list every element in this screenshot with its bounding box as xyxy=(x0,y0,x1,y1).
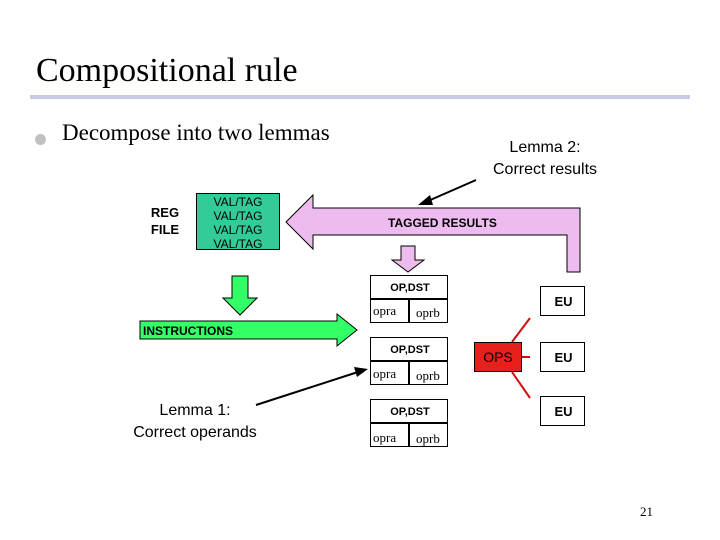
lemma2-pointer-head xyxy=(418,195,433,205)
station3-opra-cell xyxy=(370,423,409,447)
reg-file-label: REG FILE xyxy=(140,204,190,238)
instructions-arrow xyxy=(139,312,358,348)
title-underline xyxy=(30,95,690,99)
station1-opdst-label: OP,DST xyxy=(390,282,430,294)
station2-opdst-label: OP,DST xyxy=(390,344,430,356)
station1-opra-label: opra xyxy=(373,303,397,318)
lemma1-line1: Lemma 1: xyxy=(159,402,231,419)
station3-opdst-label: OP,DST xyxy=(390,406,430,418)
station2-oprb-label: oprb xyxy=(416,368,440,383)
station1-opra-cell xyxy=(370,299,409,323)
ops-arrow-upper xyxy=(511,317,531,343)
lemma1-pointer-arrow xyxy=(255,371,359,406)
lemma2-line1: Lemma 2: xyxy=(509,139,581,156)
val-tag-box: VAL/TAG VAL/TAG VAL/TAG VAL/TAG xyxy=(196,193,280,251)
bullet-dot-icon xyxy=(35,134,46,145)
green-down-arrow xyxy=(221,275,259,316)
station2-opra-label: opra xyxy=(373,366,397,381)
val-tag-entry: VAL/TAG xyxy=(213,237,263,251)
station2-eu-label: EU xyxy=(554,350,573,365)
station2-eu-box: EU xyxy=(540,342,585,372)
val-tag-entry: VAL/TAG xyxy=(213,209,263,223)
station3-oprb-cell xyxy=(409,423,448,447)
lemma1-line2: Correct operands xyxy=(133,424,257,441)
station1-opdst-box: OP,DST xyxy=(370,275,448,299)
station2-oprb-cell xyxy=(409,361,448,385)
val-tag-entry: VAL/TAG xyxy=(213,195,263,209)
page-number: 21 xyxy=(640,504,653,519)
pink-down-arrow xyxy=(390,245,426,273)
station1-oprb-cell xyxy=(409,299,448,323)
page-title: Compositional rule xyxy=(36,52,298,89)
station2-opdst-box: OP,DST xyxy=(370,337,448,361)
station3-eu-label: EU xyxy=(554,404,573,419)
station3-opdst-box: OP,DST xyxy=(370,399,448,423)
station3-eu-box: EU xyxy=(540,396,585,426)
station1-eu-label: EU xyxy=(554,294,573,309)
lemma1-label: Lemma 1: Correct operands xyxy=(110,400,280,444)
station3-opra-label: opra xyxy=(373,430,397,445)
station1-oprb-label: oprb xyxy=(416,305,440,320)
lemma2-label: Lemma 2: Correct results xyxy=(470,137,620,181)
tagged-results-arrow xyxy=(285,193,581,273)
lemma2-pointer-arrow xyxy=(427,179,477,202)
instructions-label: INSTRUCTIONS xyxy=(143,324,233,338)
station3-oprb-label: oprb xyxy=(416,431,440,446)
val-tag-entry: VAL/TAG xyxy=(213,223,263,237)
tagged-results-label: TAGGED RESULTS xyxy=(388,216,497,230)
reg-file-line1: REG xyxy=(150,205,180,220)
ops-arrow-lower xyxy=(511,371,531,399)
lemma1-pointer-head xyxy=(354,367,368,377)
ops-box: OPS xyxy=(474,342,522,372)
reg-file-line2: FILE xyxy=(150,222,180,237)
station2-opra-cell xyxy=(370,361,409,385)
bullet-text: Decompose into two lemmas xyxy=(62,120,330,145)
lemma2-line2: Correct results xyxy=(492,161,598,178)
station1-eu-box: EU xyxy=(540,286,585,316)
